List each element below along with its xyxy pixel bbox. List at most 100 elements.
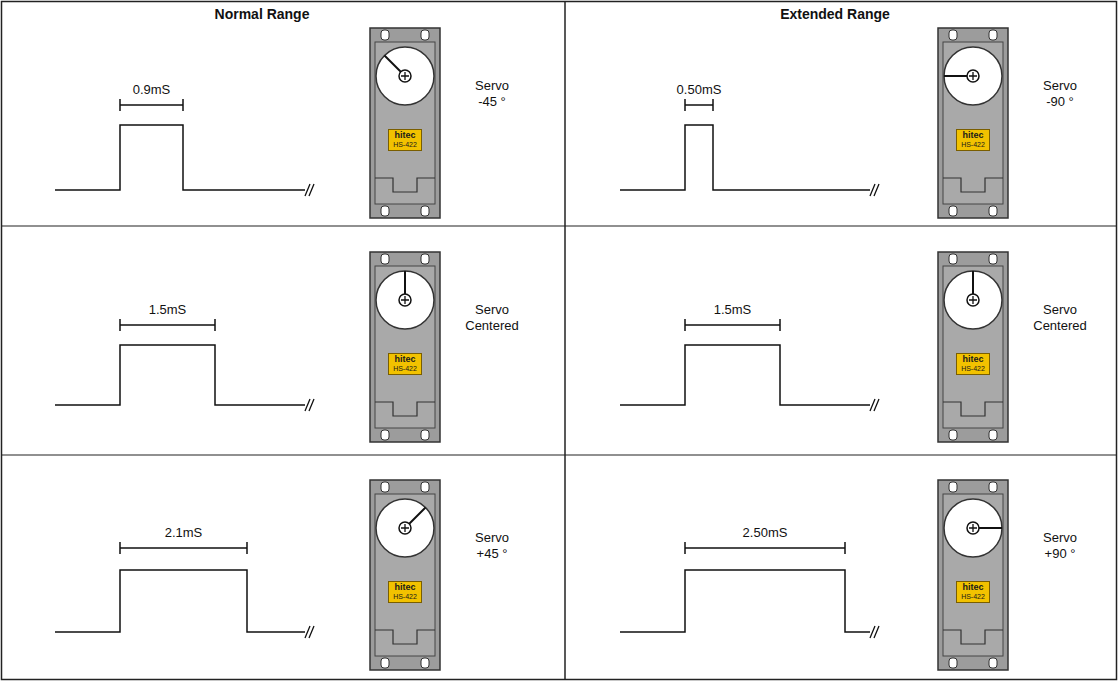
horn-screw-cross xyxy=(401,524,409,532)
horn-screw-cross xyxy=(401,72,409,80)
servo-position-label: Servo Centered xyxy=(1033,302,1086,333)
servo-body xyxy=(375,42,435,204)
dimension-bar xyxy=(120,319,215,331)
mounting-hole xyxy=(381,658,389,668)
servo-illustration xyxy=(370,28,440,218)
servo-horn xyxy=(944,47,1002,105)
row-divider xyxy=(1,454,1117,455)
cell-illustration xyxy=(55,252,440,442)
servo-housing-line xyxy=(375,178,435,192)
column-header: Normal Range xyxy=(215,6,310,23)
break-symbol xyxy=(305,399,314,411)
cell-illustration xyxy=(55,28,440,218)
brand-name: hitec xyxy=(961,583,985,592)
servo-body xyxy=(375,266,435,428)
servo-case xyxy=(370,480,440,670)
model-number: HS-422 xyxy=(961,365,985,372)
pulse-width-label: 0.9mS xyxy=(133,82,171,98)
servo-position-label: Servo Centered xyxy=(465,302,518,333)
model-number: HS-422 xyxy=(961,593,985,600)
mounting-hole xyxy=(949,206,957,216)
servo-position-label: Servo -90 ° xyxy=(1043,78,1077,109)
mounting-hole xyxy=(989,30,997,40)
mounting-hole xyxy=(381,430,389,440)
mounting-hole xyxy=(421,206,429,216)
servo-horn xyxy=(944,499,1002,557)
servo-badge: hitecHS-422 xyxy=(956,581,990,603)
mounting-hole xyxy=(421,254,429,264)
brand-name: hitec xyxy=(393,355,417,364)
servo-body xyxy=(943,266,1003,428)
cell-illustration xyxy=(55,480,440,670)
dimension-bar xyxy=(685,319,780,331)
mounting-hole xyxy=(381,254,389,264)
cell-illustration xyxy=(620,28,1008,218)
mounting-hole xyxy=(989,658,997,668)
mounting-hole xyxy=(421,30,429,40)
break-symbol xyxy=(305,626,314,638)
pulse-width-label: 0.50mS xyxy=(677,82,722,98)
servo-horn xyxy=(376,47,434,105)
mounting-hole xyxy=(421,658,429,668)
break-symbol xyxy=(870,399,879,411)
horn-screw xyxy=(967,70,979,82)
pulse-waveform xyxy=(55,345,305,405)
servo-illustration xyxy=(938,480,1008,670)
column-divider xyxy=(564,1,566,680)
horn-screw-cross xyxy=(969,296,977,304)
servo-case xyxy=(370,252,440,442)
horn-screw xyxy=(399,294,411,306)
servo-badge: hitecHS-422 xyxy=(388,581,422,603)
pulse-width-label: 1.5mS xyxy=(714,302,752,318)
servo-case xyxy=(938,28,1008,218)
horn-screw-cross xyxy=(401,296,409,304)
dimension-bar xyxy=(120,99,183,111)
servo-body xyxy=(943,42,1003,204)
servo-badge: hitecHS-422 xyxy=(956,353,990,375)
mounting-hole xyxy=(989,206,997,216)
horn-screw-cross xyxy=(969,524,977,532)
horn-screw xyxy=(967,294,979,306)
dimension-bar xyxy=(685,542,845,554)
servo-badge: hitecHS-422 xyxy=(388,129,422,151)
model-number: HS-422 xyxy=(961,141,985,148)
mounting-hole xyxy=(989,482,997,492)
servo-horn xyxy=(944,271,1002,329)
pulse-waveform xyxy=(55,570,305,632)
mounting-hole xyxy=(949,430,957,440)
servo-housing-line xyxy=(943,178,1003,192)
servo-case xyxy=(938,480,1008,670)
mounting-hole xyxy=(989,254,997,264)
servo-housing-line xyxy=(375,630,435,644)
servo-badge: hitecHS-422 xyxy=(388,353,422,375)
servo-illustration xyxy=(938,28,1008,218)
break-symbol xyxy=(305,184,314,196)
servo-body xyxy=(943,494,1003,656)
dimension-bar xyxy=(120,542,247,554)
pulse-waveform xyxy=(55,125,305,190)
cell-illustration xyxy=(620,480,1008,670)
brand-name: hitec xyxy=(961,355,985,364)
row-divider xyxy=(1,225,1117,226)
mounting-hole xyxy=(949,658,957,668)
model-number: HS-422 xyxy=(393,365,417,372)
break-symbol xyxy=(870,184,879,196)
mounting-hole xyxy=(949,482,957,492)
brand-name: hitec xyxy=(393,583,417,592)
mounting-hole xyxy=(421,482,429,492)
mounting-hole xyxy=(949,254,957,264)
horn-screw-cross xyxy=(969,72,977,80)
column-header: Extended Range xyxy=(780,6,890,23)
pulse-waveform xyxy=(620,125,870,190)
horn-screw xyxy=(399,70,411,82)
servo-illustration xyxy=(938,252,1008,442)
pulse-waveform xyxy=(620,570,870,632)
model-number: HS-422 xyxy=(393,593,417,600)
servo-illustration xyxy=(370,480,440,670)
mounting-hole xyxy=(381,482,389,492)
mounting-hole xyxy=(989,430,997,440)
servo-case xyxy=(938,252,1008,442)
